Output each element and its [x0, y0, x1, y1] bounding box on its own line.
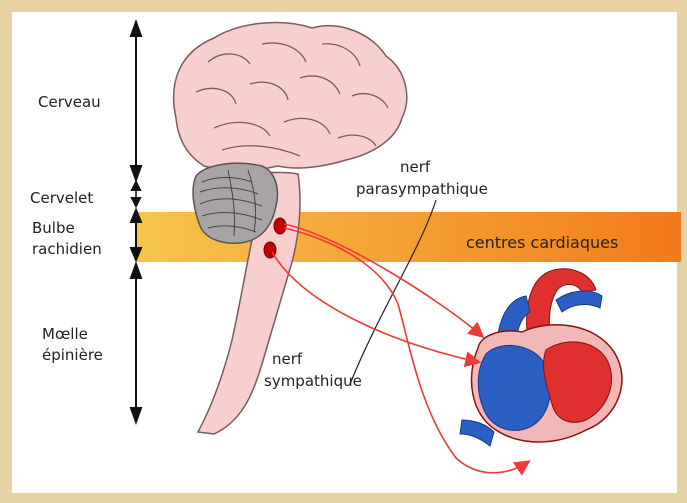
label-parasym-1: nerf — [400, 158, 431, 176]
label-bulbe-2: rachidien — [32, 240, 102, 258]
label-cervelet: Cervelet — [30, 189, 93, 207]
cerebellum — [193, 163, 277, 243]
label-moelle-1: Mœlle — [42, 325, 88, 343]
label-cerveau: Cerveau — [38, 93, 101, 111]
label-centres-cardiaques: centres cardiaques — [466, 233, 618, 252]
brain — [174, 23, 407, 171]
parasympathetic-center — [274, 218, 286, 234]
label-parasym-2: parasympathique — [356, 180, 488, 198]
label-sym-1: nerf — [272, 350, 303, 368]
heart — [460, 269, 622, 446]
diagram-frame: Cerveau Cervelet Bulbe rachidien Mœlle é… — [12, 12, 677, 493]
label-bulbe-1: Bulbe — [32, 219, 75, 237]
scale-arrows — [131, 22, 141, 422]
label-moelle-2: épinière — [42, 346, 103, 364]
label-sym-2: sympathique — [264, 372, 362, 390]
